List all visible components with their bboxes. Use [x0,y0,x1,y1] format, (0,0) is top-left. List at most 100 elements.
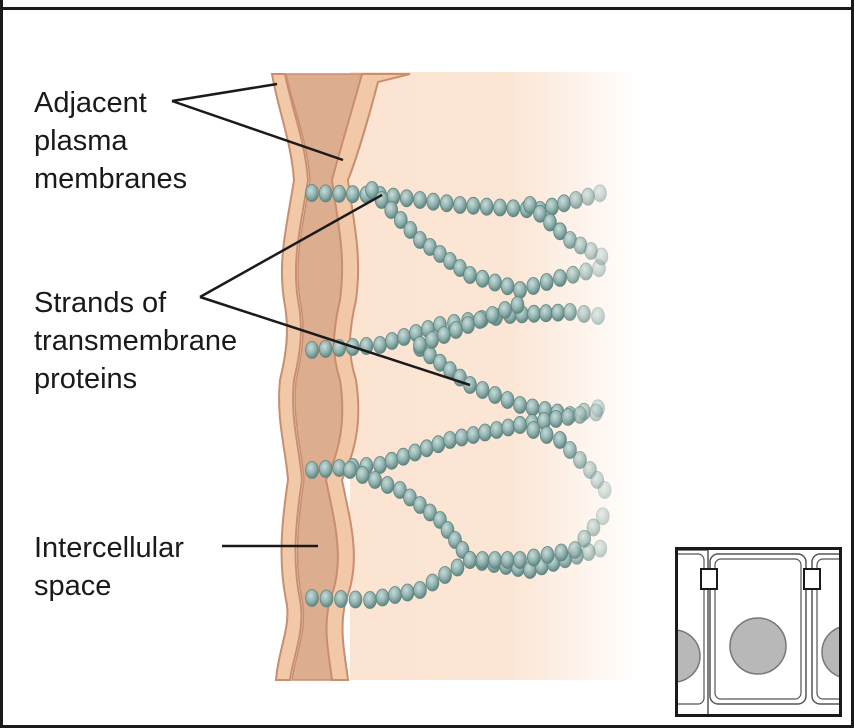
label-line: Adjacent [34,87,147,119]
protein-bead [475,381,490,399]
protein-bead [373,336,387,354]
protein-bead [488,386,502,404]
top-border [0,0,854,10]
label-line: proteins [34,363,138,395]
protein-bead [526,421,541,439]
protein-bead [454,428,469,447]
protein-bead [591,307,605,325]
protein-bead [488,551,502,569]
protein-bead [334,590,348,608]
protein-bead [318,460,333,478]
inset-cell-middle [709,553,807,705]
protein-bead [593,539,608,558]
protein-bead [513,396,527,414]
label-line: plasma [34,125,128,157]
protein-bead [493,198,507,217]
inset-cell-left-inner [678,553,705,705]
protein-bead [413,336,427,354]
protein-bead [393,211,408,229]
protein-bead [569,191,583,209]
protein-bead [577,305,591,323]
protein-bead [453,196,467,214]
label-adjacent-plasma-membranes: Adjacent plasma membranes [34,84,187,198]
protein-bead [318,184,333,203]
protein-bead [539,304,553,323]
leader-line-membrane-left [171,82,278,103]
protein-bead [478,423,492,442]
right-plasma-membrane [324,73,411,681]
protein-bead [305,589,319,607]
protein-bead [431,435,446,454]
protein-bead [501,418,516,437]
protein-bead [533,204,547,223]
protein-bead [305,341,319,359]
protein-bead [554,543,569,562]
protein-bead [513,281,527,299]
protein-bead [425,573,440,592]
protein-bead [400,583,415,602]
protein-bead [318,340,333,358]
protein-bead [597,481,612,499]
protein-bead [593,184,607,203]
protein-bead [475,269,490,288]
protein-bead [566,265,580,284]
protein-bead [332,184,347,203]
protein-bead [557,194,571,213]
cell-overview-icon [678,550,839,714]
protein-bead [540,546,555,564]
protein-bead [485,306,500,324]
protein-bead [475,551,490,569]
label-line: Intercellular [34,532,184,564]
inset-junction-box-left [700,568,718,590]
protein-bead [551,303,565,322]
label-intercellular-space: Intercellular space [34,529,184,605]
protein-bead [443,431,457,449]
cell-overview-inset [675,547,842,717]
inset-nucleus-middle [729,617,787,675]
label-line: transmembrane [34,325,238,357]
protein-bead [397,328,411,346]
protein-bead [373,456,387,474]
protein-bead [305,461,319,479]
protein-bead [545,197,559,216]
protein-bead [513,551,527,569]
protein-bead [466,196,481,215]
protein-bead [384,451,399,470]
leader-line-strand-upper [199,193,383,299]
protein-bead [438,566,452,584]
protein-bead [380,476,395,494]
protein-bead [539,273,554,291]
protein-bead [363,591,377,609]
protein-bead [466,426,481,444]
protein-bead [526,548,541,567]
protein-bead [489,421,504,439]
protein-bead [450,558,465,577]
protein-bead [479,197,494,216]
inset-cell-right-inner [816,558,839,700]
protein-bead [563,303,577,321]
protein-bead [573,406,587,424]
leader-lines [171,82,471,548]
leader-line-strand-lower [199,295,471,387]
protein-bead [388,586,402,604]
inset-cell-left [678,550,709,714]
right-cell-cytoplasm [350,72,640,680]
left-plasma-membrane [270,73,310,681]
protein-bead [345,185,360,204]
protein-bead [539,426,554,444]
protein-bead [549,410,563,428]
protein-bead [343,461,357,479]
protein-bead [403,221,418,239]
protein-bead [488,273,502,292]
protein-bead [525,398,540,417]
protein-bead [595,507,610,526]
protein-bead [563,441,577,459]
protein-bead [553,431,567,449]
protein-bead [500,551,515,569]
protein-bead [500,277,515,296]
protein-bead [527,304,541,323]
inset-junction-box-right [803,568,821,590]
protein-bead [586,518,601,537]
protein-bead [365,181,379,199]
